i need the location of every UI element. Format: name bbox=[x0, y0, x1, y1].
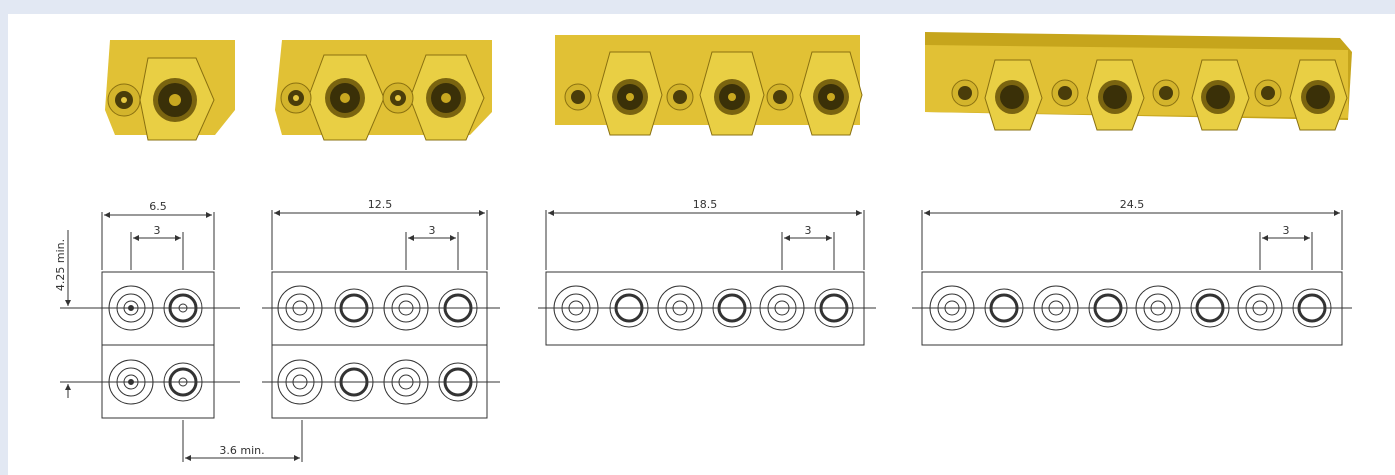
pitch-label-2: 3 bbox=[154, 224, 161, 237]
pitch-label-8: 3 bbox=[1283, 224, 1290, 237]
render-4-position bbox=[275, 40, 492, 141]
drawing-2-position bbox=[60, 212, 303, 462]
width-label-8: 24.5 bbox=[1120, 198, 1145, 211]
drawing-6-position bbox=[538, 210, 876, 346]
drawing-8-position bbox=[912, 210, 1352, 346]
height-min-label: 4.25 min. bbox=[54, 239, 67, 291]
drawing-4-position bbox=[262, 210, 500, 419]
offset-min-label: 3.6 min. bbox=[219, 444, 264, 457]
render-8-position bbox=[925, 32, 1352, 131]
pitch-label-4: 3 bbox=[429, 224, 436, 237]
width-label-6: 18.5 bbox=[693, 198, 718, 211]
render-6-position bbox=[555, 35, 863, 136]
pitch-label-6: 3 bbox=[805, 224, 812, 237]
render-2-position bbox=[105, 40, 235, 141]
width-label-4: 12.5 bbox=[368, 198, 393, 211]
width-label-2: 6.5 bbox=[149, 200, 167, 213]
